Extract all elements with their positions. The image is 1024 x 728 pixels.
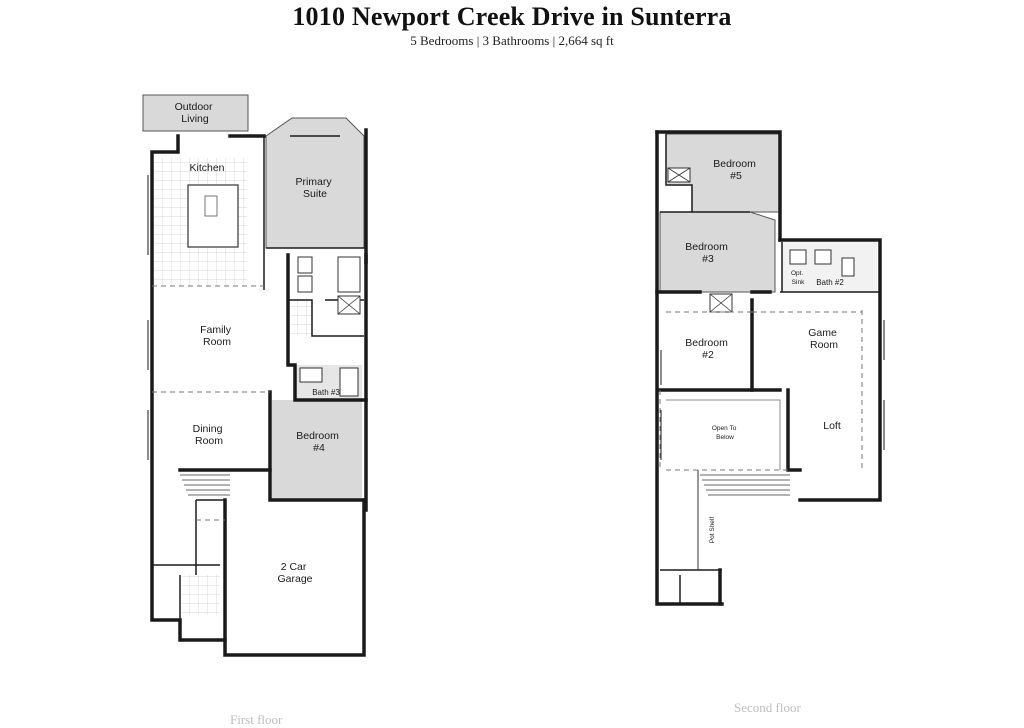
page-subtitle: 5 Bedrooms | 3 Bathrooms | 2,664 sq ft bbox=[410, 33, 614, 48]
label-dining-room: Dining Room bbox=[193, 423, 226, 447]
first-floor-plan bbox=[142, 94, 368, 657]
label-kitchen: Kitchen bbox=[189, 162, 224, 174]
label-garage: 2 Car Garage bbox=[277, 561, 312, 585]
first-floor-stairs bbox=[180, 474, 230, 496]
primary-tub bbox=[337, 256, 361, 293]
label-open-to-below: Open To Below bbox=[712, 425, 738, 441]
outdoor-living-area bbox=[142, 94, 249, 132]
entry-tile bbox=[182, 575, 220, 615]
label-bath2: Bath #2 bbox=[816, 278, 844, 287]
label-loft: Loft bbox=[823, 420, 841, 432]
page-title: 1010 Newport Creek Drive in Sunterra bbox=[292, 2, 732, 31]
label-family-room: Family Room bbox=[200, 324, 234, 348]
label-game-room: Game Room bbox=[808, 327, 840, 351]
second-floor-label: Second floor bbox=[734, 700, 801, 715]
second-floor-plan bbox=[655, 130, 885, 606]
label-bedroom3: Bedroom #3 bbox=[685, 241, 731, 265]
second-floor-stairs bbox=[700, 474, 790, 496]
open-to-below-railing bbox=[666, 399, 781, 470]
label-primary-suite: Primary Suite bbox=[295, 176, 334, 200]
laundry-tile bbox=[290, 298, 312, 336]
label-bedroom4: Bedroom #4 bbox=[296, 430, 342, 454]
label-opt-sink: Opt. Sink bbox=[791, 270, 805, 286]
first-floor-label: First floor bbox=[230, 712, 283, 727]
label-bedroom2: Bedroom #2 bbox=[685, 337, 731, 361]
label-bedroom5: Bedroom #5 bbox=[713, 158, 759, 182]
room-labels: Outdoor Living Kitchen Primary Suite Fam… bbox=[175, 101, 845, 585]
label-pot-shelf: Pot Shelf bbox=[709, 517, 716, 544]
bedroom4-area bbox=[272, 400, 362, 500]
label-outdoor-living: Outdoor Living bbox=[175, 101, 216, 125]
label-bath3: Bath #3 bbox=[312, 388, 340, 397]
